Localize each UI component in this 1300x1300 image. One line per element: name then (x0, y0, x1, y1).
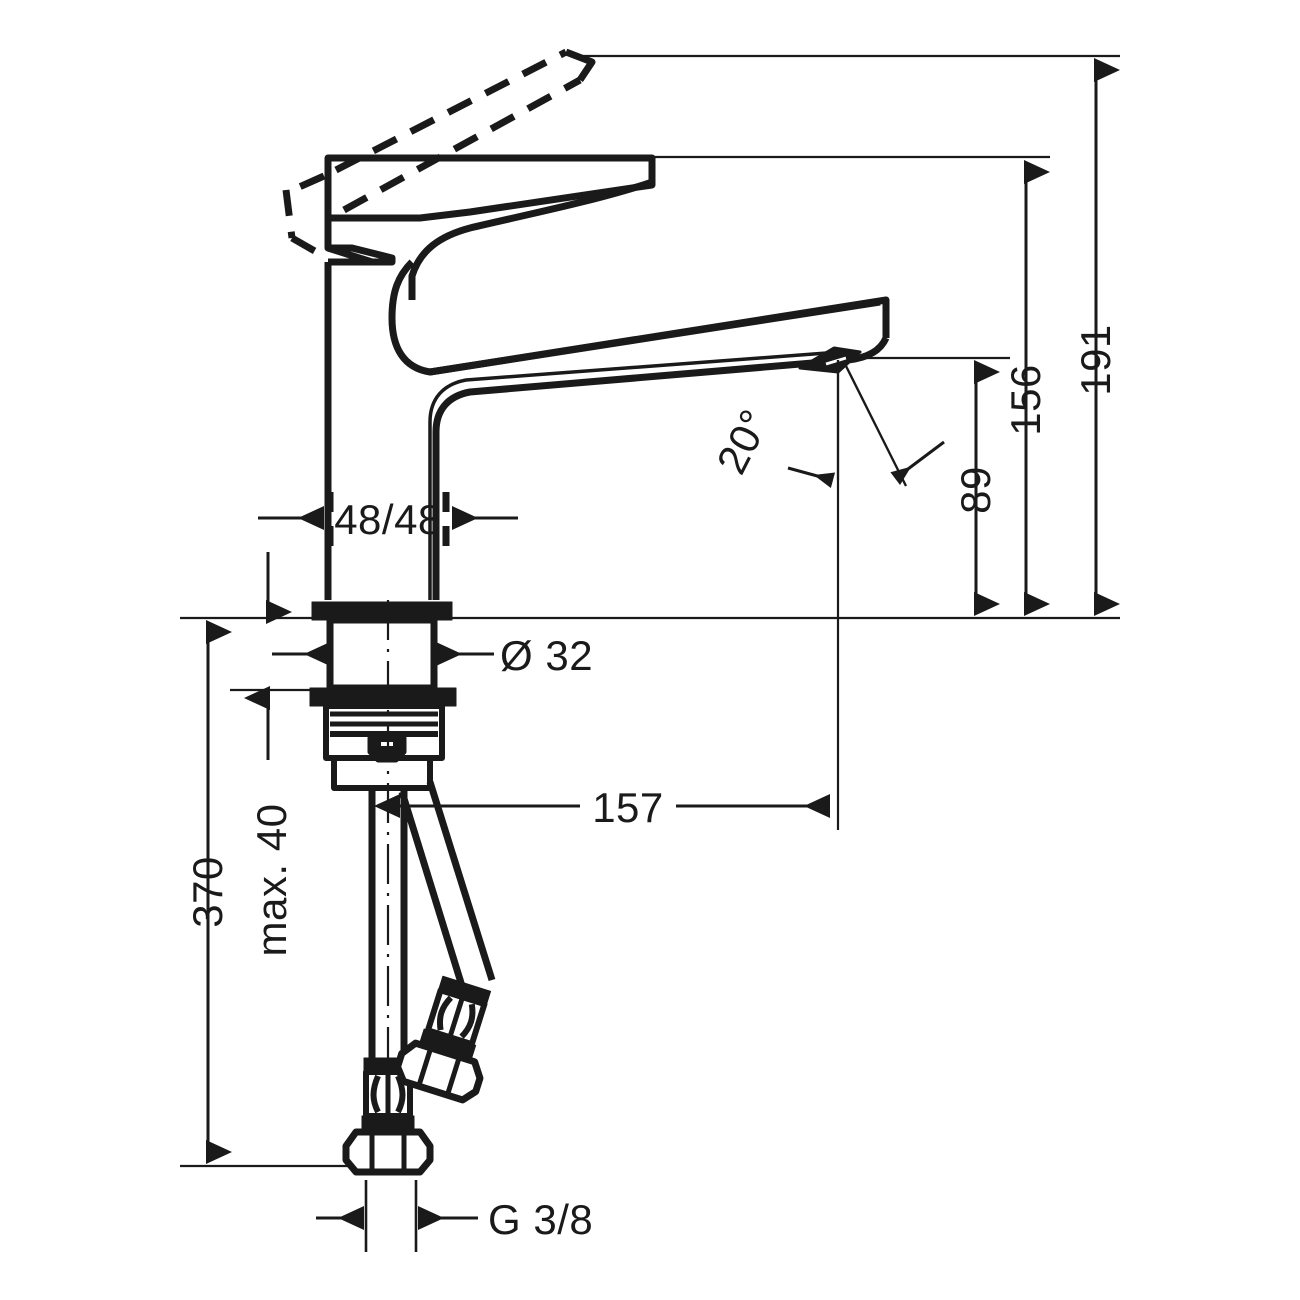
lever-open-position-dashed (282, 48, 596, 258)
dim-label-191: 191 (1072, 324, 1119, 396)
dim-label-4848: 48/48 (334, 496, 442, 543)
dim-label-370: 370 (184, 856, 231, 928)
dim-label-89: 89 (952, 466, 999, 514)
angle-leader-lines (787, 360, 945, 488)
dim-label-max40: max. 40 (248, 804, 295, 957)
supply-hoses (368, 780, 496, 1058)
left-dimension-lines (206, 552, 292, 1164)
extension-lines (180, 54, 1120, 1252)
vertical-dimension-lines (974, 58, 1120, 616)
dimension-labels: 191 156 89 157 48/48 Ø 32 max. 40 370 G … (184, 324, 1119, 1243)
mounting-base-assembly (309, 601, 457, 791)
dim-label-g38: G 3/8 (488, 1196, 593, 1243)
dim-label-20deg: 20° (707, 402, 778, 481)
hose-end-front (342, 1057, 434, 1176)
dim-label-156: 156 (1002, 364, 1049, 436)
aerator-outlet (798, 346, 862, 374)
dim-label-157: 157 (592, 784, 664, 831)
hose-end-rear (394, 975, 492, 1104)
dim-label-d32: Ø 32 (500, 632, 593, 679)
